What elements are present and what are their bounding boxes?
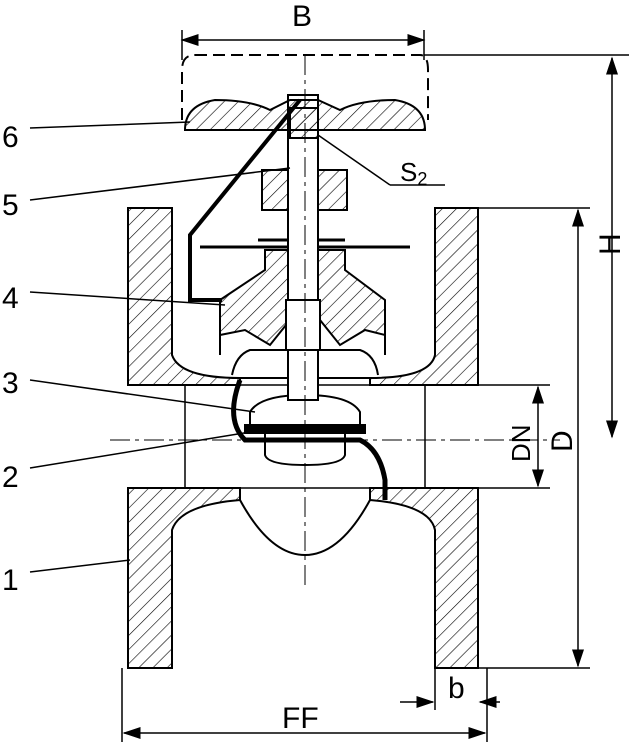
dim-b-label: b [448, 672, 465, 705]
s-letter: S [400, 157, 417, 187]
stem [287, 94, 319, 401]
dim-B-label: B [292, 0, 312, 33]
key-lever [188, 98, 302, 302]
dim-S2-label: S2 [400, 157, 427, 189]
part-label-2: 2 [2, 461, 19, 494]
handwheel-outline-dashed [181, 54, 429, 120]
part-label-6: 6 [2, 121, 19, 154]
dim-D-label: D [546, 430, 579, 452]
part-label-3: 3 [2, 367, 19, 400]
part-label-1: 1 [2, 564, 19, 597]
right-flange [369, 207, 479, 669]
dim-FF-label: FF [282, 702, 319, 735]
part-label-5: 5 [2, 189, 19, 222]
part-label-4: 4 [2, 282, 19, 315]
dim-H-label: H [594, 233, 627, 255]
left-flange [127, 207, 241, 669]
seat-wall [231, 379, 388, 500]
dim-DN-label: DN [506, 424, 536, 462]
s-subscript: 2 [417, 169, 427, 189]
